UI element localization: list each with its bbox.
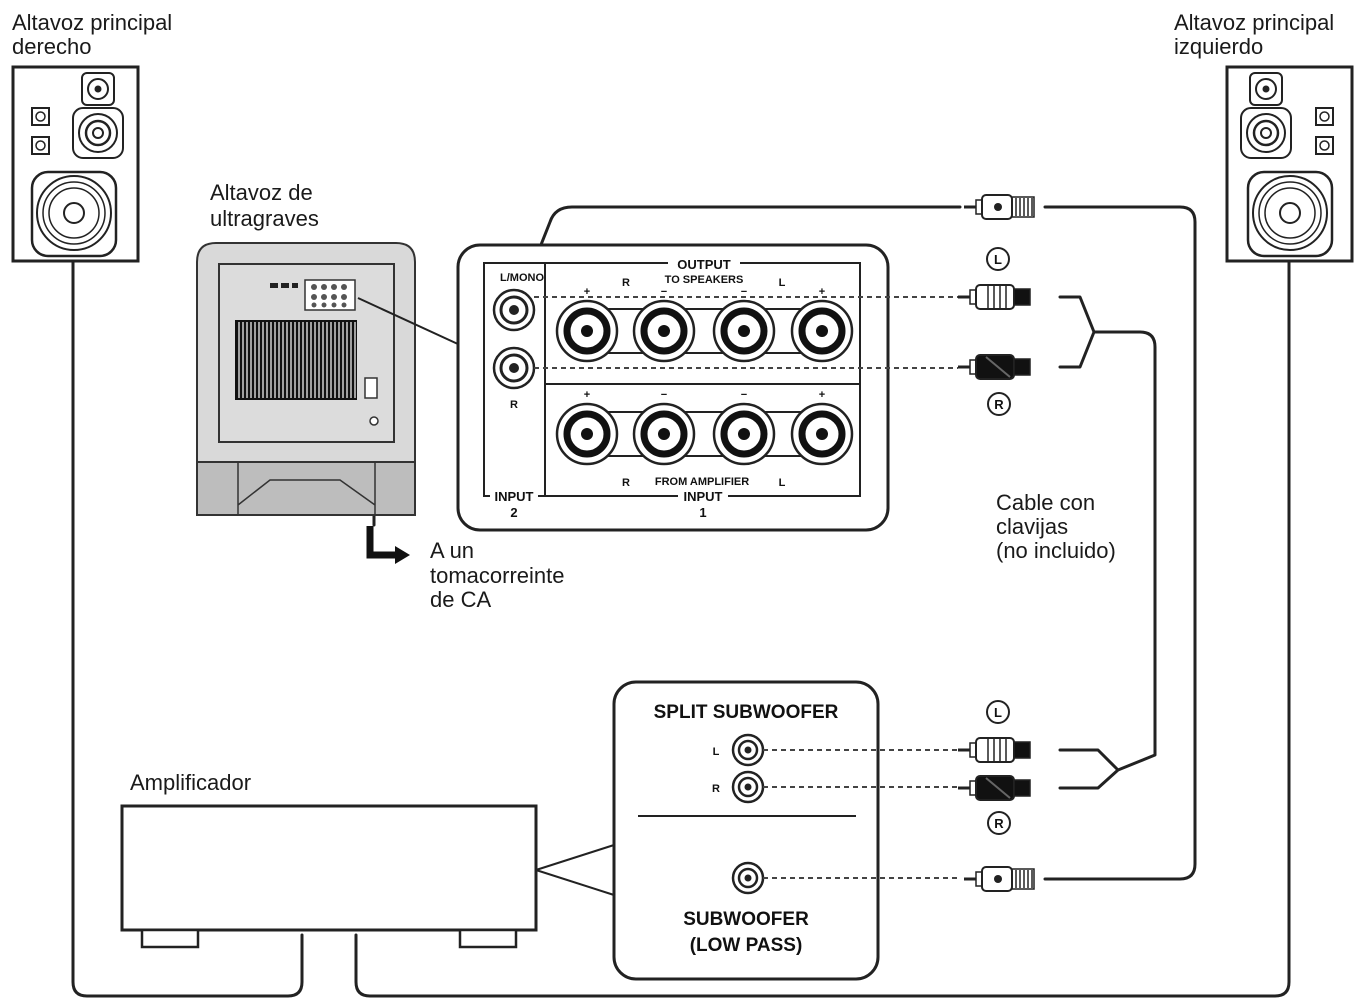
l-plug-amp-icon: [958, 737, 1031, 763]
r-marker-icon: R: [987, 392, 1011, 416]
left-speaker-label: Altavoz principal: [1174, 10, 1334, 35]
speaker-terminal: [790, 402, 854, 466]
mono-plug-amp-icon: [964, 866, 1035, 892]
speaker-terminal: [632, 299, 696, 363]
power-arrow-icon: [366, 526, 410, 564]
svg-text:clavijas: clavijas: [996, 514, 1068, 539]
speaker-terminal: [790, 299, 854, 363]
amplifier-rear-panel: SPLIT SUBWOOFER L R SUBWOOFER (LOW PASS): [612, 680, 880, 981]
svg-text:+: +: [584, 389, 590, 401]
ac-outlet-label: A un: [430, 538, 474, 563]
svg-text:+: +: [819, 286, 825, 298]
cable-label: Cable con: [996, 490, 1095, 515]
split-l-marker: L: [713, 746, 720, 758]
split-r-jack: [731, 770, 765, 804]
subwoofer-low-pass-jack: [731, 861, 765, 895]
input1-label: INPUT: [684, 489, 723, 504]
plug-markers: L R L R: [986, 247, 1011, 835]
output-title: OUTPUT: [677, 257, 731, 272]
right-speaker-label: Altavoz principal: [12, 10, 172, 35]
svg-text:(LOW PASS): (LOW PASS): [690, 935, 803, 956]
mono-plug-top-icon: [964, 194, 1035, 220]
svg-text:R: R: [994, 397, 1004, 412]
split-r-marker: R: [712, 783, 720, 795]
speaker-terminal: [712, 299, 776, 363]
subwoofer-grille: [238, 322, 356, 398]
amplifier-label: Amplificador: [130, 770, 251, 795]
left-main-speaker: [1225, 65, 1354, 263]
svg-text:ultragraves: ultragraves: [210, 206, 319, 231]
mono-top-cable: [1043, 205, 1197, 881]
speaker-terminals: [555, 299, 854, 466]
speaker-terminal: [555, 402, 619, 466]
r-plug-top-icon: [958, 354, 1031, 380]
speaker-terminal: [555, 299, 619, 363]
svg-text:1: 1: [699, 505, 706, 520]
svg-text:−: −: [661, 286, 667, 298]
output-r-marker: R: [622, 277, 630, 289]
svg-text:−: −: [741, 389, 747, 401]
input2-r-jack: [492, 346, 536, 390]
mono-link-cable: [514, 205, 962, 310]
speaker-terminal: [712, 402, 776, 466]
split-l-jack: [731, 733, 765, 767]
svg-text:tomacorreinte: tomacorreinte: [430, 563, 565, 588]
left-speaker-cable: [354, 260, 1291, 998]
mono-label: L/MONO: [500, 272, 544, 284]
input2-l-mono-jack: [492, 288, 536, 332]
svg-text:−: −: [661, 389, 667, 401]
output-l-marker: L: [779, 277, 786, 289]
subwoofer-rear-panel: L/MONO R OUTPUT TO SPEAKERS R L + − − + …: [456, 243, 890, 532]
right-speaker-cable: [71, 260, 304, 998]
speaker-terminal: [632, 402, 696, 466]
subwoofer-low-pass-title: SUBWOOFER: [683, 909, 809, 930]
split-subwoofer-title: SPLIT SUBWOOFER: [654, 702, 839, 723]
l-marker-icon: L: [986, 247, 1010, 271]
input2-r-marker: R: [510, 399, 518, 411]
svg-text:L: L: [994, 705, 1002, 720]
subwoofer-label: Altavoz de: [210, 180, 313, 205]
l-plug-top-icon: [958, 284, 1031, 310]
svg-text:izquierdo: izquierdo: [1174, 34, 1263, 59]
r-marker-icon: R: [987, 811, 1011, 835]
input1-r-marker: R: [622, 477, 630, 489]
lr-bundle-cable: [1058, 295, 1157, 790]
input2-label: INPUT: [495, 489, 534, 504]
svg-text:2: 2: [510, 505, 517, 520]
svg-text:+: +: [819, 389, 825, 401]
subwoofer-unit: [196, 242, 461, 516]
from-amplifier-label: FROM AMPLIFIER: [655, 476, 749, 488]
output-subtitle: TO SPEAKERS: [665, 274, 744, 286]
svg-text:R: R: [994, 816, 1004, 831]
svg-text:+: +: [584, 286, 590, 298]
svg-text:de CA: de CA: [430, 587, 491, 612]
right-main-speaker: [11, 65, 140, 263]
l-marker-icon: L: [986, 700, 1010, 724]
svg-text:derecho: derecho: [12, 34, 92, 59]
r-plug-amp-icon: [958, 775, 1031, 801]
svg-text:L: L: [994, 252, 1002, 267]
amplifier-unit: [120, 804, 615, 949]
input1-l-marker: L: [779, 477, 786, 489]
svg-text:−: −: [741, 286, 747, 298]
svg-text:(no incluido): (no incluido): [996, 538, 1116, 563]
